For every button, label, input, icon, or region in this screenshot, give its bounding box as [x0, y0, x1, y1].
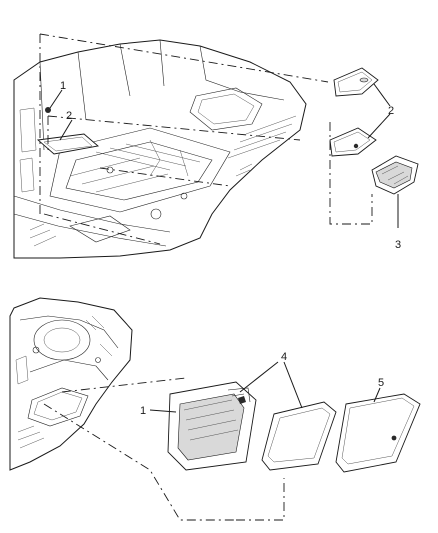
bottom-leader-lines — [43, 377, 285, 521]
callout-4-bottom: 4 — [281, 351, 287, 363]
installed-floor-cover-left — [36, 133, 100, 155]
callout-3-top: 3 — [395, 239, 401, 251]
top-cover-panel-lower — [329, 127, 377, 157]
callout-2-top-left: 2 — [66, 110, 72, 122]
callout-5-bottom: 5 — [378, 377, 384, 389]
callout-1-top: 1 — [60, 80, 66, 92]
bottom-vehicle-rear-illustration — [9, 297, 133, 471]
storage-bin-liner — [261, 401, 337, 471]
bottom-callout-leaders — [149, 361, 381, 413]
top-callout-leaders — [49, 83, 399, 228]
callout-1-bottom: 1 — [140, 405, 146, 417]
storage-bin-tray — [371, 155, 419, 195]
storage-bin-frame — [167, 381, 257, 471]
cargo-cover-lid — [335, 393, 421, 473]
top-cover-panel-upper — [333, 67, 379, 97]
floor-fastener-icon — [45, 107, 51, 113]
top-leader-lines — [39, 33, 373, 245]
top-vehicle-floor-illustration — [13, 39, 307, 259]
callout-2-top-right: 2 — [388, 105, 394, 117]
